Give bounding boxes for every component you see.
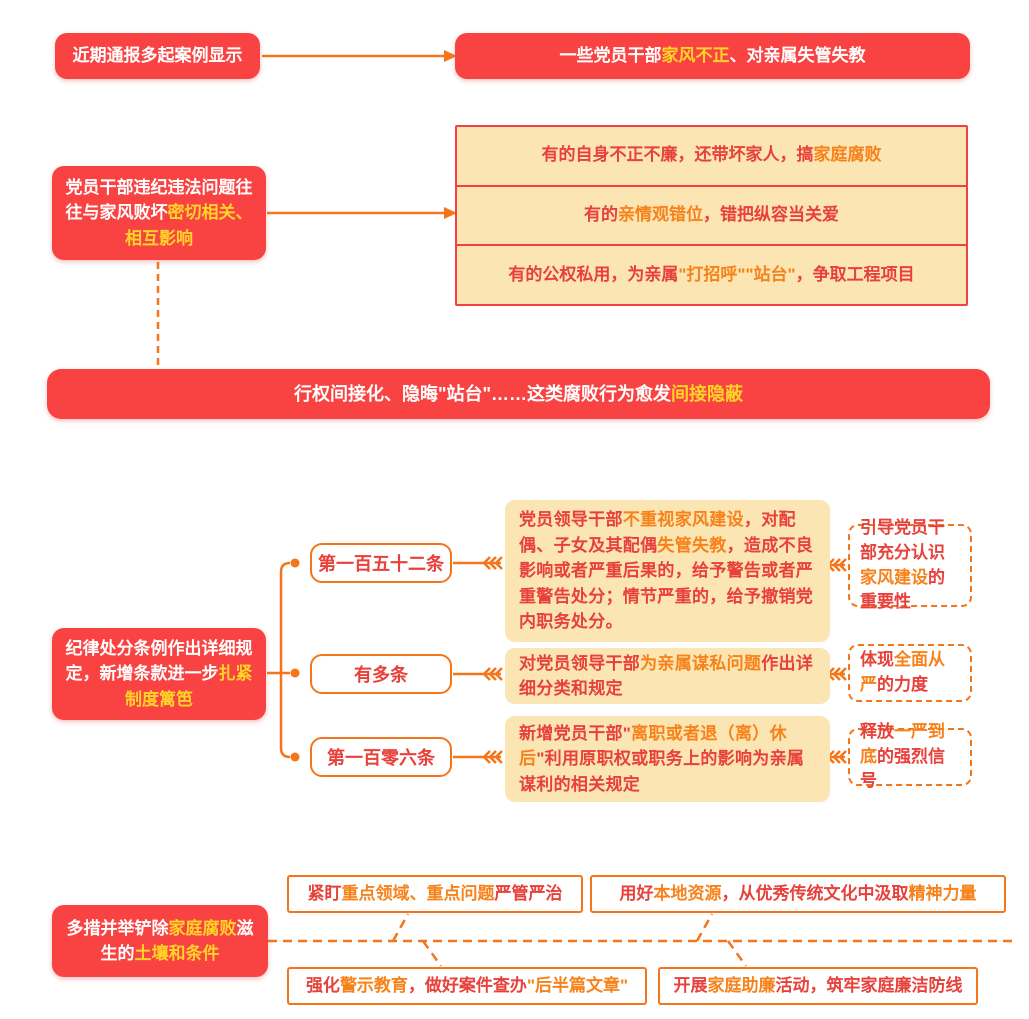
article-note-106-text: 释放一严到底的强烈信号	[860, 722, 945, 791]
finding-text: 一些党员干部家风不正、对亲属失管失教	[559, 46, 866, 66]
chevron-arrow-label-1	[453, 556, 503, 570]
dashed-spine	[268, 913, 1012, 967]
measure-text-3: 强化警示教育，做好案件查办"后半篇文章"	[305, 975, 629, 995]
article-label-multi-text: 有多条	[354, 665, 408, 685]
article-body-multi-text: 对党员领导干部为亲属谋私问题作出详细分类和规定	[519, 653, 814, 699]
article-body-152-text: 党员领导干部不重视家风建设，对配偶、子女及其配偶失管失教，造成不良影响或者严重后…	[519, 510, 814, 632]
intro-text: 近期通报多起案例显示	[72, 46, 243, 66]
bracket-top	[279, 561, 291, 673]
chevron-arrow-label-2	[453, 667, 503, 681]
article-body-106: 新增党员干部"离职或者退（离）休后"利用原职权或职务上的影响为亲属谋利的相关规定	[505, 716, 830, 802]
measure-box-1: 紧盯重点领域、重点问题严管严治	[287, 875, 583, 913]
measure-text-4: 开展家庭助廉活动，筑牢家庭廉洁防线	[673, 975, 963, 995]
article-label-multi: 有多条	[310, 654, 452, 694]
article-note-multi: 体现全面从严的力度	[848, 644, 972, 702]
article-label-106-text: 第一百零六条	[327, 748, 435, 768]
bracket-dot-2	[290, 668, 300, 678]
example-text-1: 有的自身不正不廉，还带坏家人，搞家庭腐败	[541, 145, 882, 165]
example-text-3: 有的公权私用，为亲属"打招呼""站台"，争取工程项目	[508, 264, 915, 284]
regulation-box: 纪律处分条例作出详细规定，新增条款进一步扎紧制度篱笆	[52, 628, 266, 720]
chevron-arrow-label-3	[453, 750, 503, 764]
bracket-dot-1	[290, 558, 300, 568]
article-body-multi: 对党员领导干部为亲属谋私问题作出详细分类和规定	[505, 648, 830, 704]
regulation-text: 纪律处分条例作出详细规定，新增条款进一步扎紧制度篱笆	[65, 638, 253, 709]
article-label-152-text: 第一百五十二条	[318, 554, 444, 574]
example-text-2: 有的亲情观错位，错把纵容当关爱	[584, 205, 839, 225]
article-label-106: 第一百零六条	[310, 737, 452, 777]
intro-box: 近期通报多起案例显示	[55, 33, 260, 79]
bracket-dot-3	[290, 752, 300, 762]
example-row-3: 有的公权私用，为亲属"打招呼""站台"，争取工程项目	[457, 246, 966, 304]
conclusion-band: 行权间接化、隐晦"站台"……这类腐败行为愈发间接隐蔽	[47, 369, 990, 419]
problem-box: 党员干部违纪违法问题往往与家风败坏密切相关、相互影响	[52, 166, 266, 260]
examples-table: 有的自身不正不廉，还带坏家人，搞家庭腐败 有的亲情观错位，错把纵容当关爱 有的公…	[455, 125, 968, 306]
article-note-152-text: 引导党员干部充分认识家风建设的重要性	[860, 518, 945, 612]
measure-box-3: 强化警示教育，做好案件查办"后半篇文章"	[287, 967, 647, 1005]
article-label-152: 第一百五十二条	[310, 543, 452, 583]
article-note-152: 引导党员干部充分认识家风建设的重要性	[848, 518, 972, 611]
measure-box-4: 开展家庭助廉活动，筑牢家庭廉洁防线	[658, 967, 978, 1005]
bracket-bottom	[279, 673, 291, 759]
article-body-106-text: 新增党员干部"离职或者退（离）休后"利用原职权或职务上的影响为亲属谋利的相关规定	[519, 723, 805, 794]
measures-box: 多措并举铲除家庭腐败滋生的土壤和条件	[52, 905, 268, 977]
conclusion-text: 行权间接化、隐晦"站台"……这类腐败行为愈发间接隐蔽	[293, 383, 744, 404]
measure-text-2: 用好本地资源，从优秀传统文化中汲取精神力量	[619, 883, 977, 903]
article-note-106: 释放一严到底的强烈信号	[848, 722, 972, 790]
article-body-152: 党员领导干部不重视家风建设，对配偶、子女及其配偶失管失教，造成不良影响或者严重后…	[505, 500, 830, 642]
problem-text: 党员干部违纪违法问题往往与家风败坏密切相关、相互影响	[65, 177, 253, 248]
example-row-2: 有的亲情观错位，错把纵容当关爱	[457, 187, 966, 247]
measure-text-1: 紧盯重点领域、重点问题严管严治	[307, 883, 563, 903]
measure-box-2: 用好本地资源，从优秀传统文化中汲取精神力量	[590, 875, 1006, 913]
article-note-multi-text: 体现全面从严的力度	[860, 650, 945, 694]
measures-text: 多措并举铲除家庭腐败滋生的土壤和条件	[66, 918, 254, 964]
finding-box: 一些党员干部家风不正、对亲属失管失教	[455, 33, 970, 79]
example-row-1: 有的自身不正不廉，还带坏家人，搞家庭腐败	[457, 127, 966, 187]
